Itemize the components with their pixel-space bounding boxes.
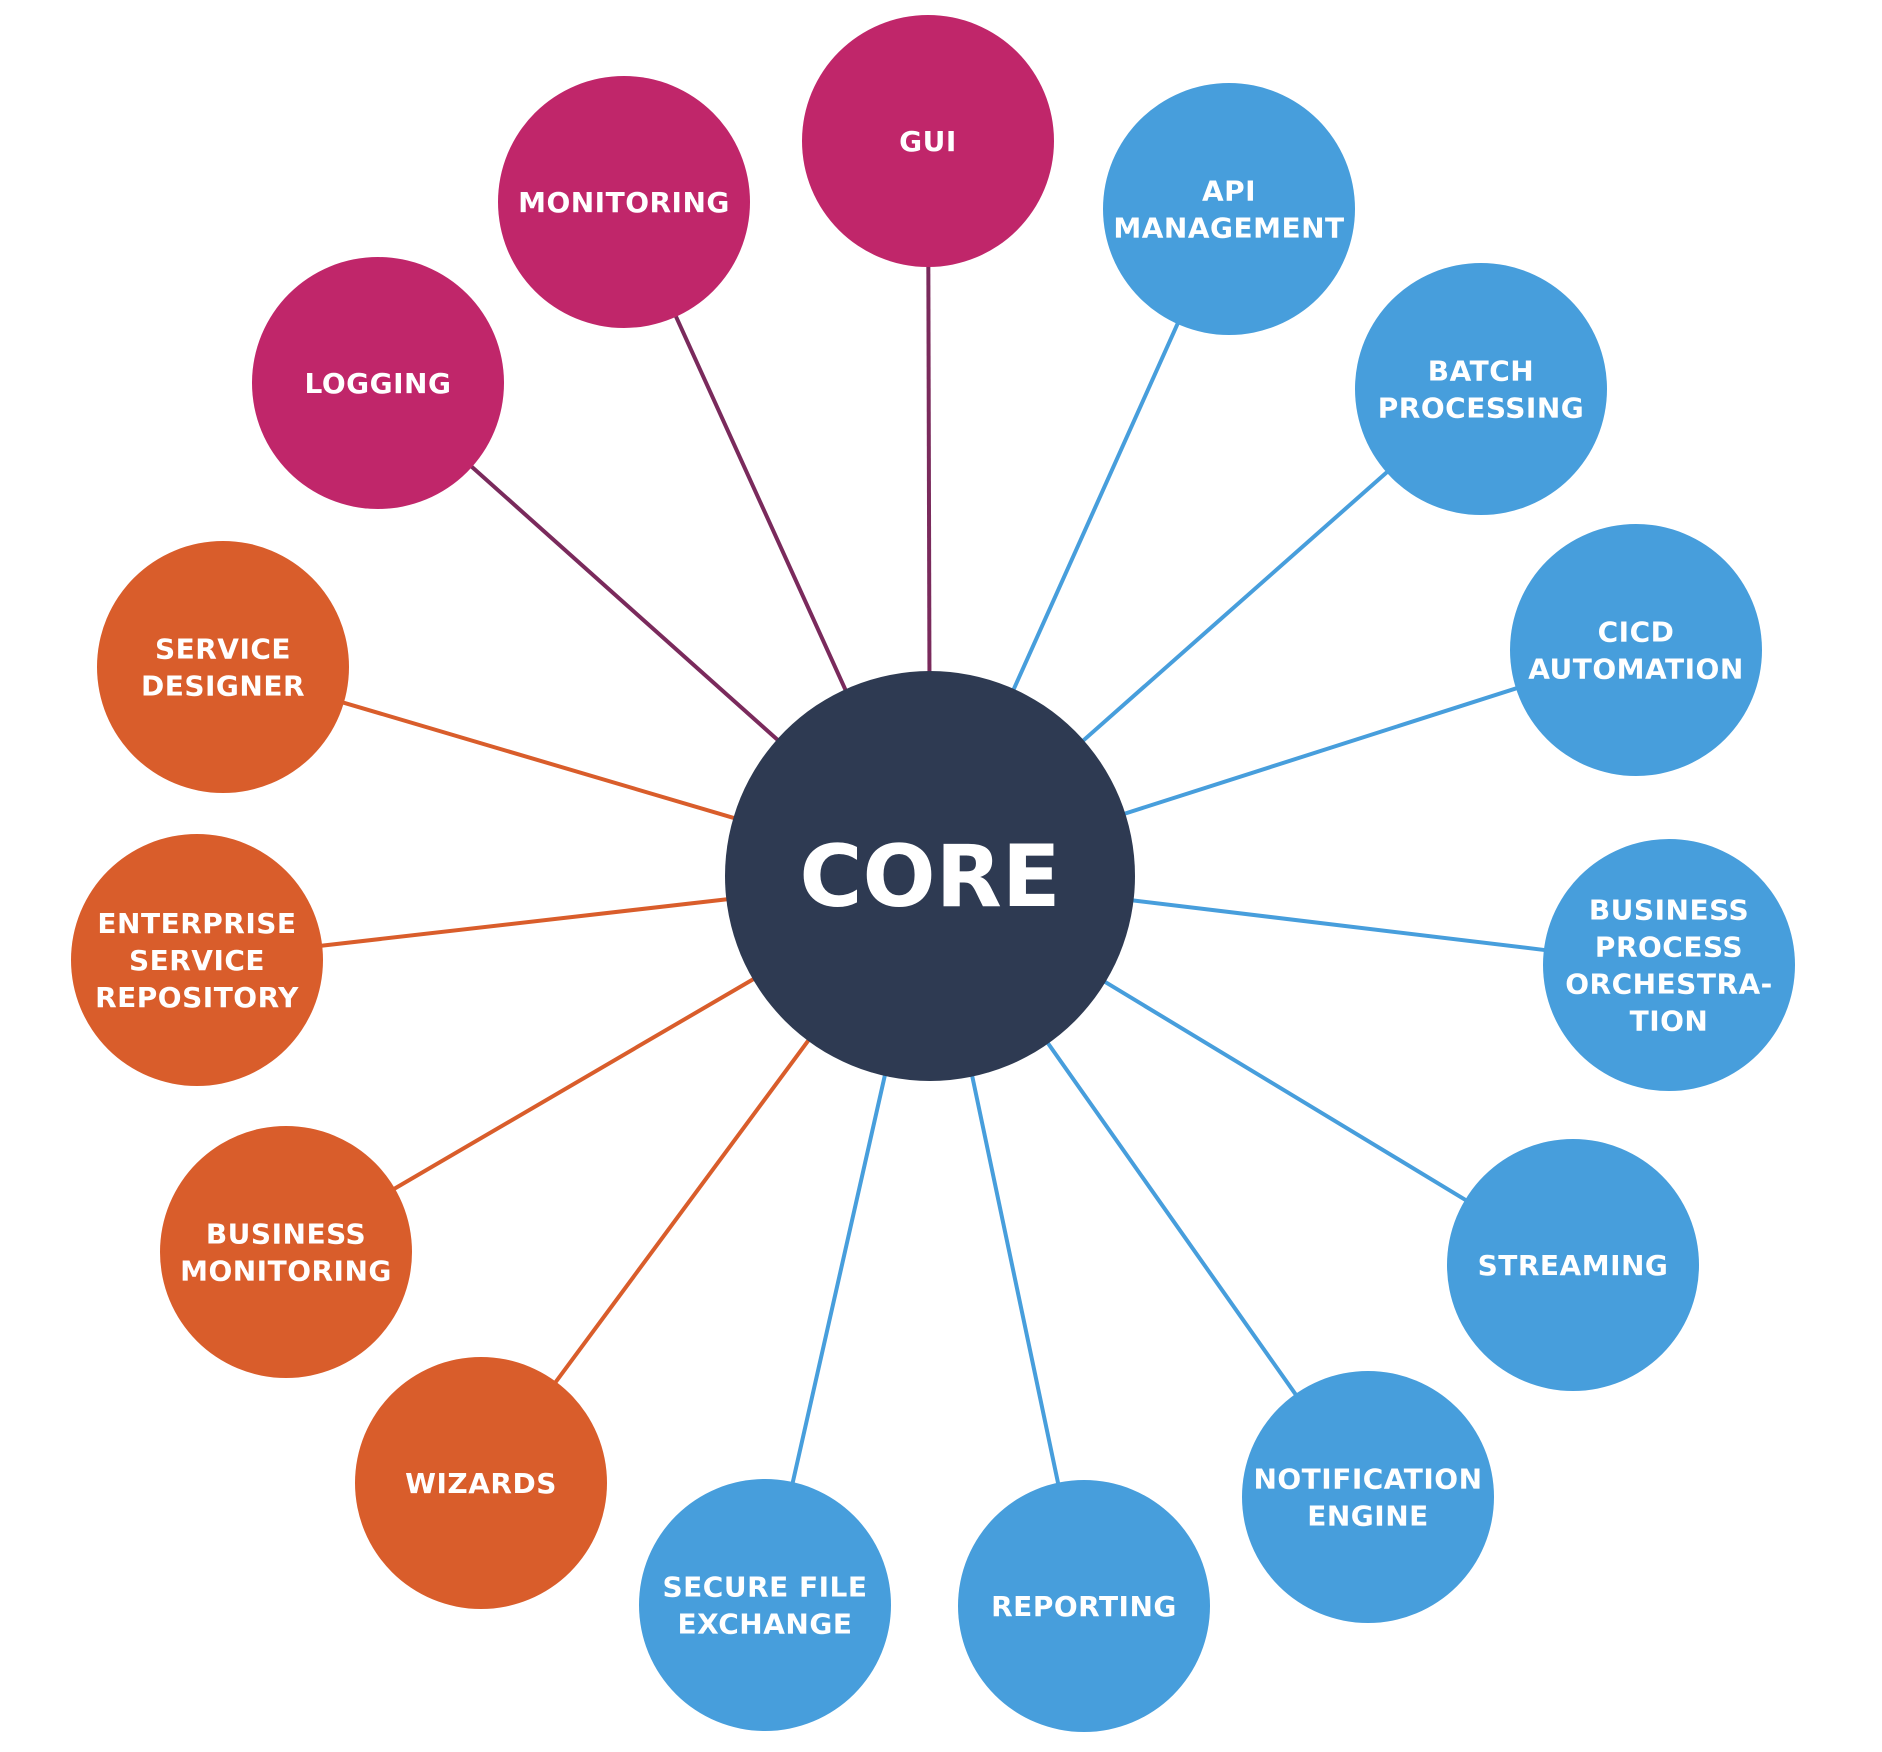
node-label-business-monitoring: BUSINESS: [206, 1218, 366, 1251]
node-circle-logging[interactable]: [252, 257, 504, 509]
node-circle-notification-engine[interactable]: [1242, 1371, 1494, 1623]
node-circle-cicd-automation[interactable]: [1510, 524, 1762, 776]
node-label-enterprise-service-repository: REPOSITORY: [95, 981, 299, 1014]
node-circle-wizards[interactable]: [355, 1357, 607, 1609]
connector-notification-engine: [1045, 1040, 1299, 1397]
node-label-batch-processing: BATCH: [1428, 355, 1534, 388]
node-wizards[interactable]: WIZARDS: [355, 1357, 607, 1609]
node-label-enterprise-service-repository: SERVICE: [129, 944, 265, 977]
node-circle-reporting[interactable]: [958, 1480, 1210, 1732]
node-label-business-process-orchestration: ORCHESTRA-: [1565, 968, 1773, 1001]
connector-logging: [469, 464, 780, 743]
node-circle-batch-processing[interactable]: [1355, 263, 1607, 515]
core-node: CORE: [725, 671, 1135, 1081]
node-business-monitoring[interactable]: BUSINESS MONITORING: [160, 1126, 412, 1378]
connector-business-process-orchestration: [1131, 898, 1547, 953]
node-enterprise-service-repository[interactable]: ENTERPRISE SERVICE REPOSITORY: [71, 834, 323, 1086]
node-service-designer[interactable]: SERVICE DESIGNER: [97, 541, 349, 793]
node-label-enterprise-service-repository: ENTERPRISE: [97, 907, 296, 940]
connector-batch-processing: [1080, 469, 1390, 744]
node-batch-processing[interactable]: BATCH PROCESSING: [1355, 263, 1607, 515]
node-label-api-management: MANAGEMENT: [1113, 212, 1344, 245]
node-circle-api-management[interactable]: [1103, 83, 1355, 335]
connector-reporting: [969, 1074, 1061, 1486]
connector-gui: [926, 264, 932, 674]
node-circle-monitoring[interactable]: [498, 76, 750, 328]
node-reporting[interactable]: REPORTING: [958, 1480, 1210, 1732]
connector-service-designer: [341, 700, 736, 821]
node-label-reporting: REPORTING: [991, 1590, 1177, 1623]
node-circle-business-process-orchestration[interactable]: [1543, 839, 1795, 1091]
node-label-api-management: API: [1202, 175, 1256, 208]
node-circle-enterprise-service-repository[interactable]: [71, 834, 323, 1086]
node-label-business-monitoring: MONITORING: [180, 1255, 392, 1288]
node-api-management[interactable]: API MANAGEMENT: [1103, 83, 1355, 335]
node-label-logging: LOGGING: [305, 367, 452, 400]
node-streaming[interactable]: STREAMING: [1447, 1139, 1699, 1391]
node-label-batch-processing: PROCESSING: [1378, 392, 1584, 425]
node-secure-file-exchange[interactable]: SECURE FILE EXCHANGE: [639, 1479, 891, 1731]
connector-business-monitoring: [392, 976, 756, 1192]
satellite-nodes: GUI MONITORING LOGGING SERVICE DESIGNER ENTER…: [71, 15, 1795, 1732]
node-label-gui: GUI: [899, 125, 957, 158]
node-label-business-process-orchestration: BUSINESS: [1589, 894, 1749, 927]
node-label-business-process-orchestration: PROCESS: [1595, 931, 1743, 964]
node-label-wizards: WIZARDS: [405, 1467, 557, 1500]
node-label-service-designer: DESIGNER: [141, 670, 305, 703]
node-cicd-automation[interactable]: CICD AUTOMATION: [1510, 524, 1762, 776]
node-label-business-process-orchestration: TION: [1630, 1005, 1709, 1038]
node-label-streaming: STREAMING: [1478, 1249, 1669, 1282]
connector-streaming: [1102, 979, 1468, 1203]
node-circle-gui[interactable]: [802, 15, 1054, 267]
node-notification-engine[interactable]: NOTIFICATION ENGINE: [1242, 1371, 1494, 1623]
connector-secure-file-exchange: [790, 1073, 888, 1485]
connector-cicd-automation: [1122, 685, 1519, 817]
node-logging[interactable]: LOGGING: [252, 257, 504, 509]
node-label-cicd-automation: AUTOMATION: [1528, 653, 1744, 686]
node-monitoring[interactable]: MONITORING: [498, 76, 750, 328]
node-label-secure-file-exchange: SECURE FILE: [662, 1571, 867, 1604]
node-circle-streaming[interactable]: [1447, 1139, 1699, 1391]
node-circle-service-designer[interactable]: [97, 541, 349, 793]
node-circle-business-monitoring[interactable]: [160, 1126, 412, 1378]
connector-lines: [319, 264, 1547, 1486]
node-label-notification-engine: ENGINE: [1307, 1500, 1429, 1533]
connector-monitoring: [673, 314, 848, 692]
connector-wizards: [553, 1038, 811, 1385]
connector-enterprise-service-repository: [319, 897, 729, 948]
connector-api-management: [1011, 321, 1181, 692]
node-label-secure-file-exchange: EXCHANGE: [678, 1608, 853, 1641]
core-label: CORE: [799, 827, 1060, 927]
node-label-notification-engine: NOTIFICATION: [1253, 1463, 1482, 1496]
node-label-service-designer: SERVICE: [155, 633, 291, 666]
node-business-process-orchestration[interactable]: BUSINESS PROCESS ORCHESTRA- TION: [1543, 839, 1795, 1091]
core-circle[interactable]: [725, 671, 1135, 1081]
node-gui[interactable]: GUI: [802, 15, 1054, 267]
node-label-cicd-automation: CICD: [1598, 616, 1675, 649]
node-label-monitoring: MONITORING: [518, 186, 730, 219]
node-circle-secure-file-exchange[interactable]: [639, 1479, 891, 1731]
